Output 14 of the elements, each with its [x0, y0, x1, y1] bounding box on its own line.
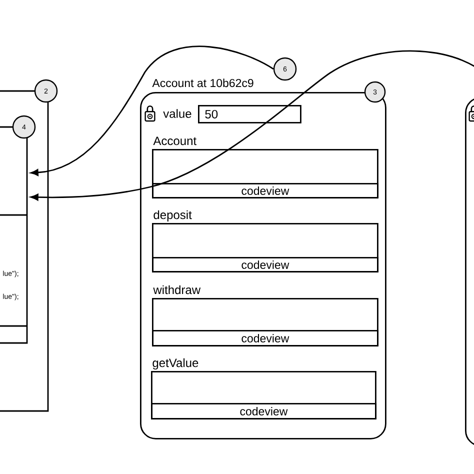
panel-title: Account at 10b62c9 — [152, 78, 254, 88]
method-label: deposit — [154, 210, 192, 222]
code-view-bar: codeview — [152, 257, 378, 272]
method-label: getValue — [152, 358, 198, 370]
arrow — [30, 50, 474, 201]
method-label: withdraw — [153, 285, 201, 294]
arrow — [30, 46, 274, 176]
code-view-bar: codeview — [151, 403, 376, 420]
code-view-bar: codeview — [152, 330, 378, 346]
input-field: 50 — [198, 105, 302, 124]
window-panel — [0, 90, 49, 412]
code-view-bar: codeview — [152, 183, 378, 198]
method-label: Account — [153, 136, 196, 146]
field-label: value — [163, 109, 192, 118]
